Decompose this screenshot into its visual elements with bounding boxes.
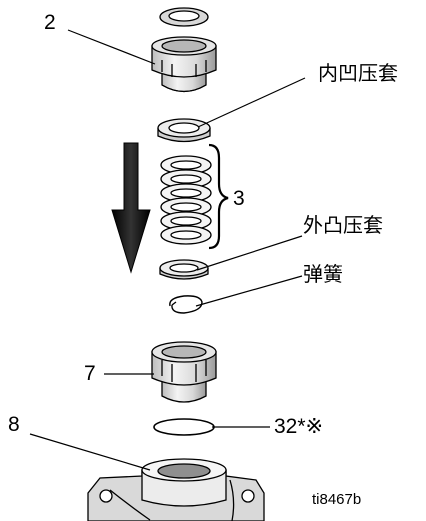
- leader-spring: [195, 275, 303, 307]
- v-packing-stack: [160, 155, 212, 245]
- leader-lines: [29, 29, 306, 471]
- female-adapter-part: [157, 118, 211, 143]
- part-7-nut: [151, 341, 217, 403]
- label-part-2: 2: [44, 11, 56, 34]
- part-32-o-ring: [153, 418, 215, 436]
- label-part-3: 3: [233, 187, 245, 210]
- figure-reference: ti8467b: [312, 491, 362, 508]
- label-spring: 弹簧: [303, 262, 343, 286]
- part-2-nut: [151, 36, 217, 93]
- label-part-8: 8: [8, 413, 20, 436]
- male-adapter-part: [159, 259, 209, 280]
- leader-part-2: [67, 29, 156, 65]
- packing-brace: [208, 143, 229, 250]
- label-part-7: 7: [84, 362, 96, 385]
- label-part-32: 32*※: [274, 415, 324, 438]
- part-8-housing: [87, 458, 265, 521]
- leader-part-8: [29, 433, 151, 471]
- leader-male-adapter: [196, 235, 303, 271]
- label-male-adapter: 外凸压套: [303, 213, 383, 237]
- assembly-direction-arrow: [111, 142, 151, 274]
- leader-female-adapter: [197, 77, 306, 128]
- spring-clip: [169, 295, 203, 314]
- label-female-adapter: 内凹压套: [318, 61, 398, 85]
- top-ring: [159, 7, 209, 27]
